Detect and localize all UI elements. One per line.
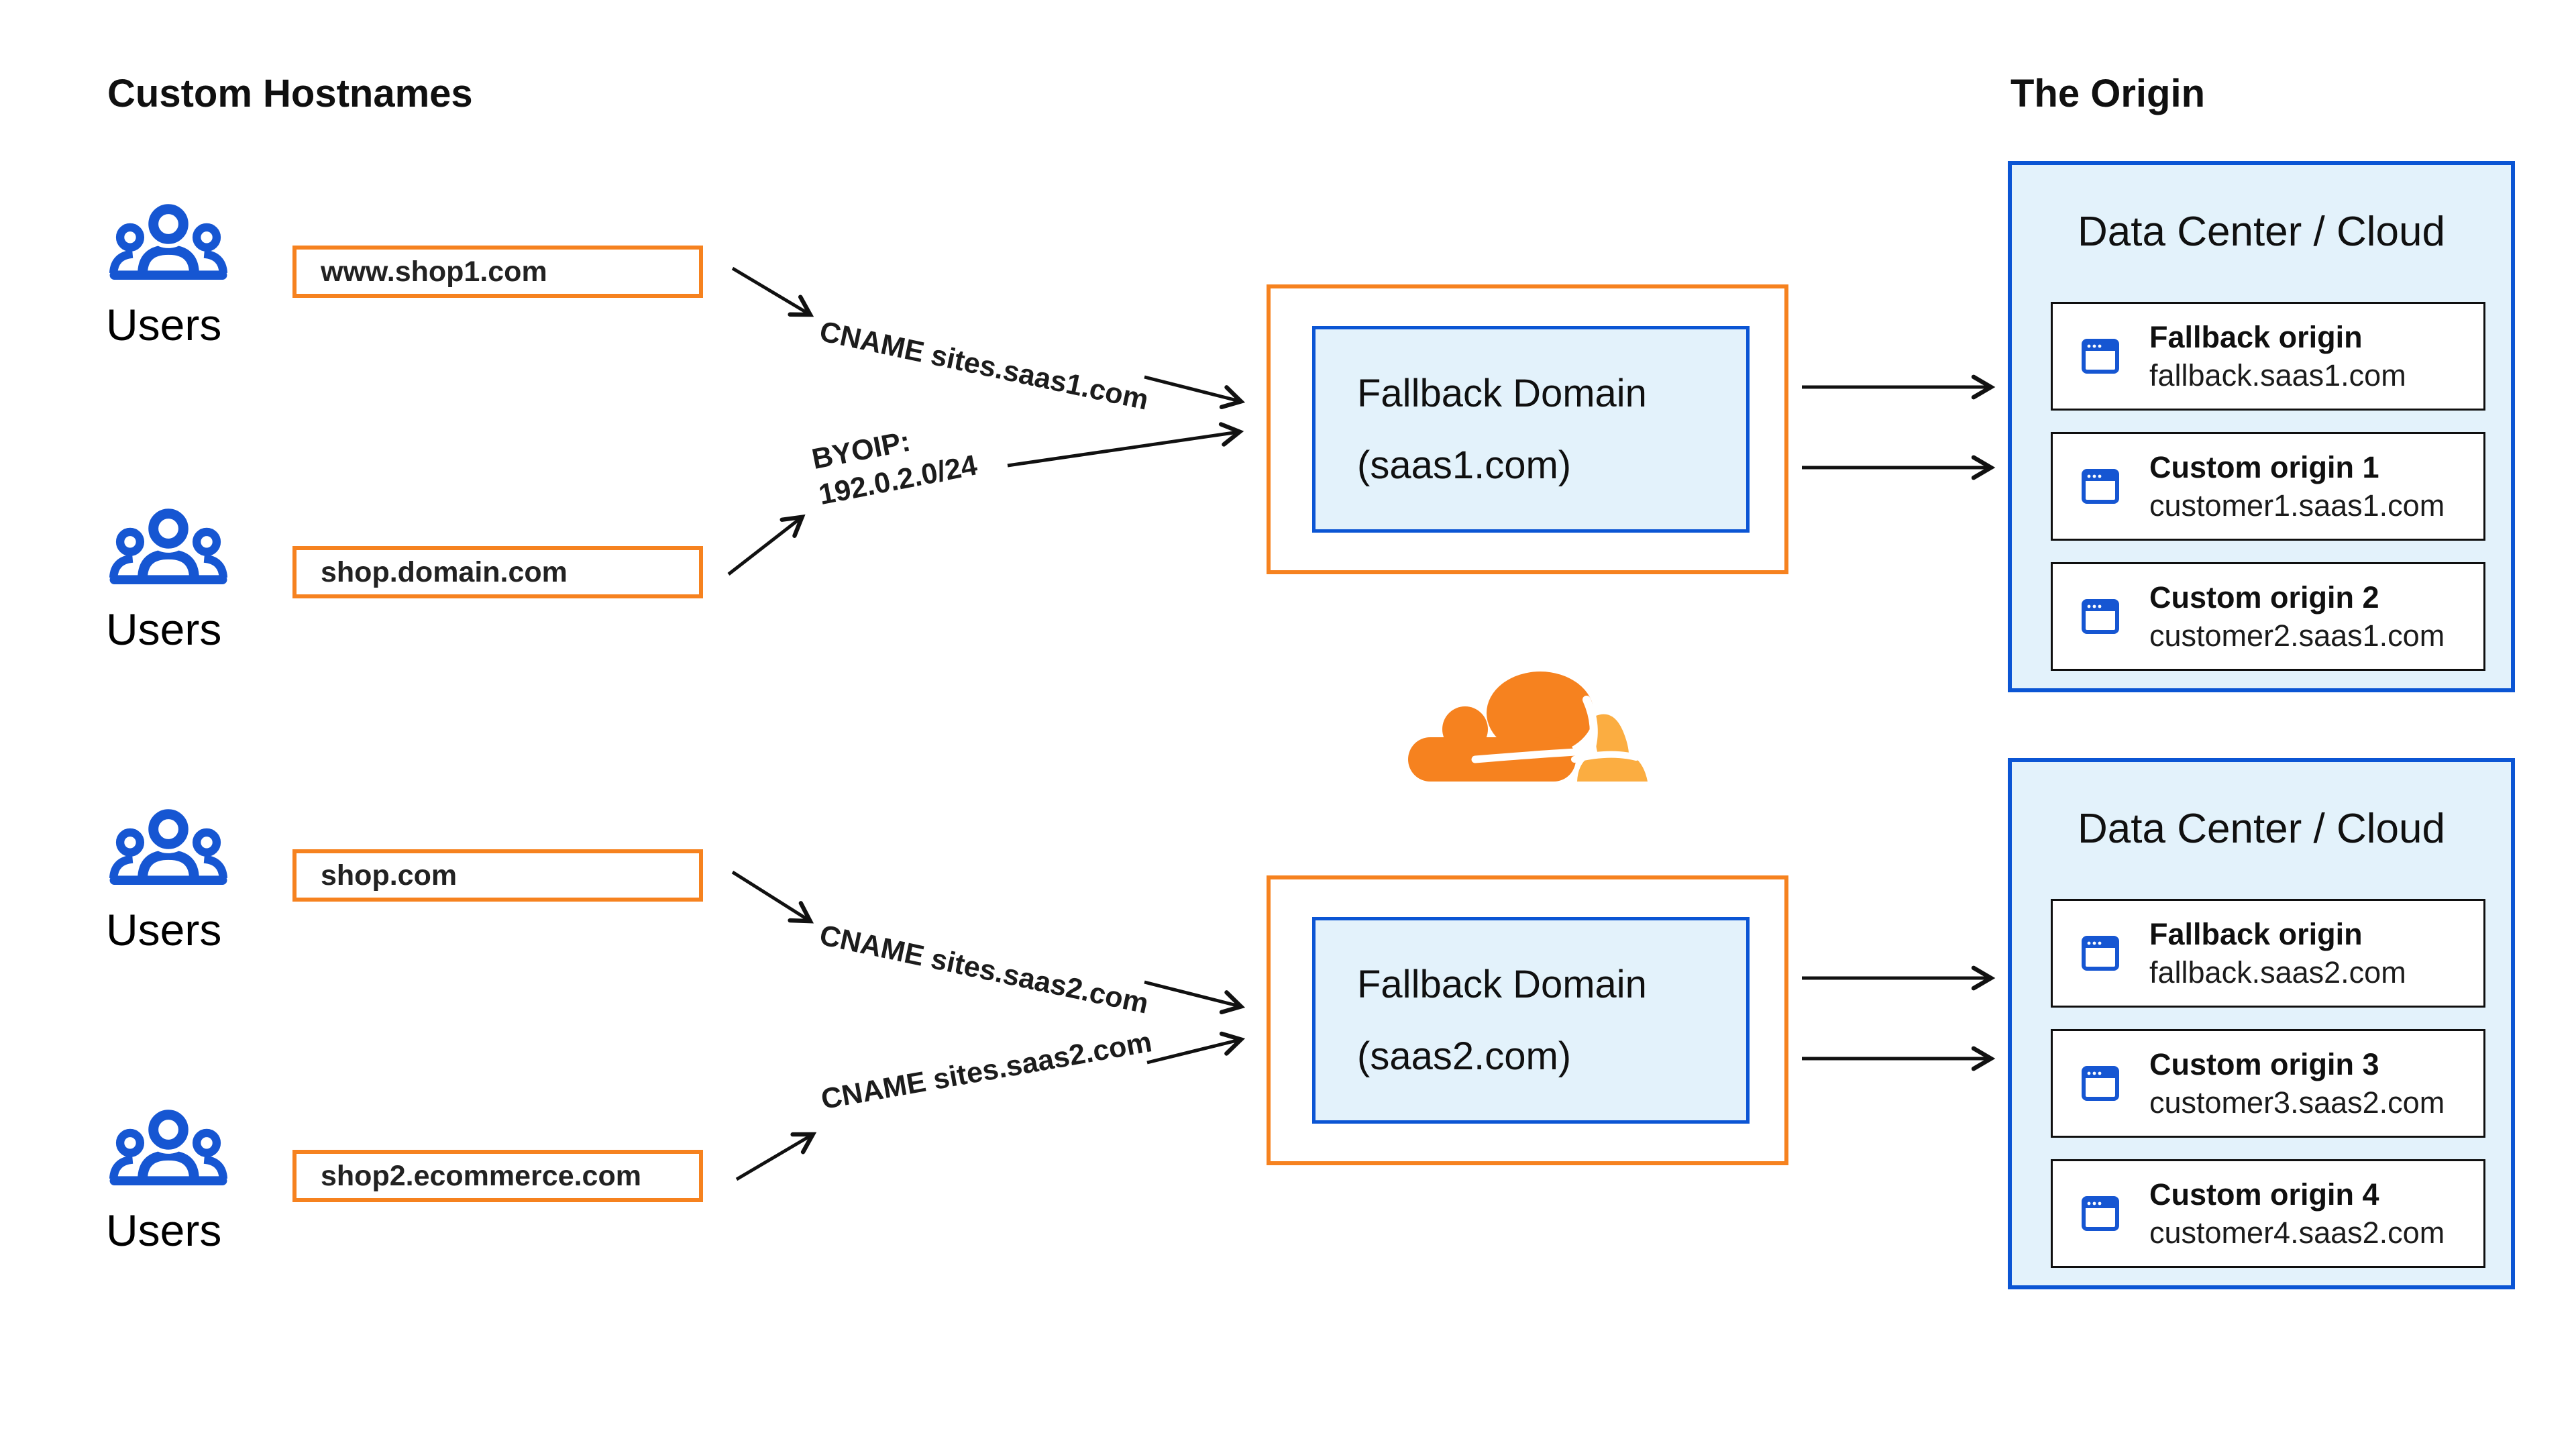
browser-icon	[2081, 1065, 2120, 1102]
data-center-title: Data Center / Cloud	[2078, 806, 2445, 852]
users-label: Users	[106, 604, 222, 654]
origin-name: Fallback origin	[2149, 916, 2363, 951]
browser-icon	[2081, 598, 2120, 635]
arrow-shop1-to-cname1	[731, 266, 814, 317]
fallback-domain-name: (saas1.com)	[1357, 443, 1572, 487]
data-center-2: Data Center / Cloud Fallback origin fall…	[2008, 758, 2515, 1289]
arrow-ecommerce-to-cname2b	[735, 1132, 817, 1181]
users-label: Users	[106, 905, 222, 955]
custom-hostnames-heading: Custom Hostnames	[107, 72, 473, 115]
hostname-box-shop1: www.shop1.com	[292, 246, 703, 298]
origin-host: fallback.saas2.com	[2149, 955, 2406, 989]
origin-host: customer1.saas1.com	[2149, 488, 2445, 523]
origin-host: customer3.saas2.com	[2149, 1085, 2445, 1120]
arrow-domain-to-byoip	[727, 514, 806, 576]
fallback-domain-box-saas2: Fallback Domain (saas2.com)	[1312, 917, 1750, 1124]
users-icon	[106, 804, 231, 890]
users-group-2: Users	[106, 503, 233, 655]
origin-host: fallback.saas1.com	[2149, 358, 2406, 392]
hostname-box-shop: shop.com	[292, 849, 703, 902]
fallback-domain-box-saas1: Fallback Domain (saas1.com)	[1312, 326, 1750, 533]
arrow-shop-to-cname2a	[731, 870, 814, 924]
origin-name: Custom origin 3	[2149, 1046, 2379, 1081]
cloudflare-logo	[1408, 672, 1648, 782]
origin-name: Fallback origin	[2149, 319, 2363, 354]
arrow-cname2b-to-fallback2	[1146, 1031, 1246, 1065]
origin-host: customer4.saas2.com	[2149, 1216, 2445, 1250]
origin-item-custom1: Custom origin 1 customer1.saas1.com	[2051, 432, 2485, 541]
origin-item-fallback-saas2: Fallback origin fallback.saas2.com	[2051, 899, 2485, 1008]
arrow-byoip-to-fallback1	[1007, 422, 1244, 468]
users-group-1: Users	[106, 199, 233, 350]
users-icon	[106, 199, 231, 284]
data-center-title: Data Center / Cloud	[2078, 209, 2445, 255]
fallback-domain-zone-saas1: Fallback Domain (saas1.com)	[1267, 284, 1788, 574]
browser-icon	[2081, 935, 2120, 971]
arrow-cname2a-to-fallback2	[1144, 980, 1246, 1015]
origin-name: Custom origin 2	[2149, 580, 2379, 614]
fallback-domain-zone-saas2: Fallback Domain (saas2.com)	[1267, 875, 1788, 1165]
origin-host: customer2.saas1.com	[2149, 619, 2445, 653]
users-label: Users	[106, 1205, 222, 1255]
origin-item-fallback-saas1: Fallback origin fallback.saas1.com	[2051, 302, 2485, 411]
fallback-domain-title: Fallback Domain	[1357, 372, 1647, 415]
origin-name: Custom origin 1	[2149, 449, 2379, 484]
fallback-domain-title: Fallback Domain	[1357, 963, 1647, 1006]
hostname-box-ecommerce: shop2.ecommerce.com	[292, 1150, 703, 1202]
hostname-box-domain: shop.domain.com	[292, 546, 703, 598]
route-label-cname-saas2-lower: CNAME sites.saas2.com	[818, 1026, 1155, 1116]
route-label-cname-saas1: CNAME sites.saas1.com	[816, 315, 1152, 417]
browser-icon	[2081, 338, 2120, 374]
the-origin-heading: The Origin	[2010, 72, 2205, 115]
browser-icon	[2081, 468, 2120, 504]
origin-item-custom3: Custom origin 3 customer3.saas2.com	[2051, 1029, 2485, 1138]
data-center-1: Data Center / Cloud Fallback origin fall…	[2008, 161, 2515, 692]
browser-icon	[2081, 1195, 2120, 1232]
fallback-domain-name: (saas2.com)	[1357, 1034, 1572, 1078]
origin-item-custom2: Custom origin 2 customer2.saas1.com	[2051, 562, 2485, 671]
users-group-3: Users	[106, 804, 233, 955]
users-group-4: Users	[106, 1104, 233, 1256]
users-icon	[106, 1104, 231, 1190]
origin-name: Custom origin 4	[2149, 1177, 2379, 1212]
route-label-byoip: BYOIP: 192.0.2.0/24	[809, 412, 980, 513]
users-label: Users	[106, 300, 222, 350]
origin-item-custom4: Custom origin 4 customer4.saas2.com	[2051, 1159, 2485, 1268]
arrow-cname1-to-fallback1	[1144, 375, 1246, 410]
users-icon	[106, 503, 231, 589]
route-label-cname-saas2-upper: CNAME sites.saas2.com	[816, 918, 1152, 1020]
